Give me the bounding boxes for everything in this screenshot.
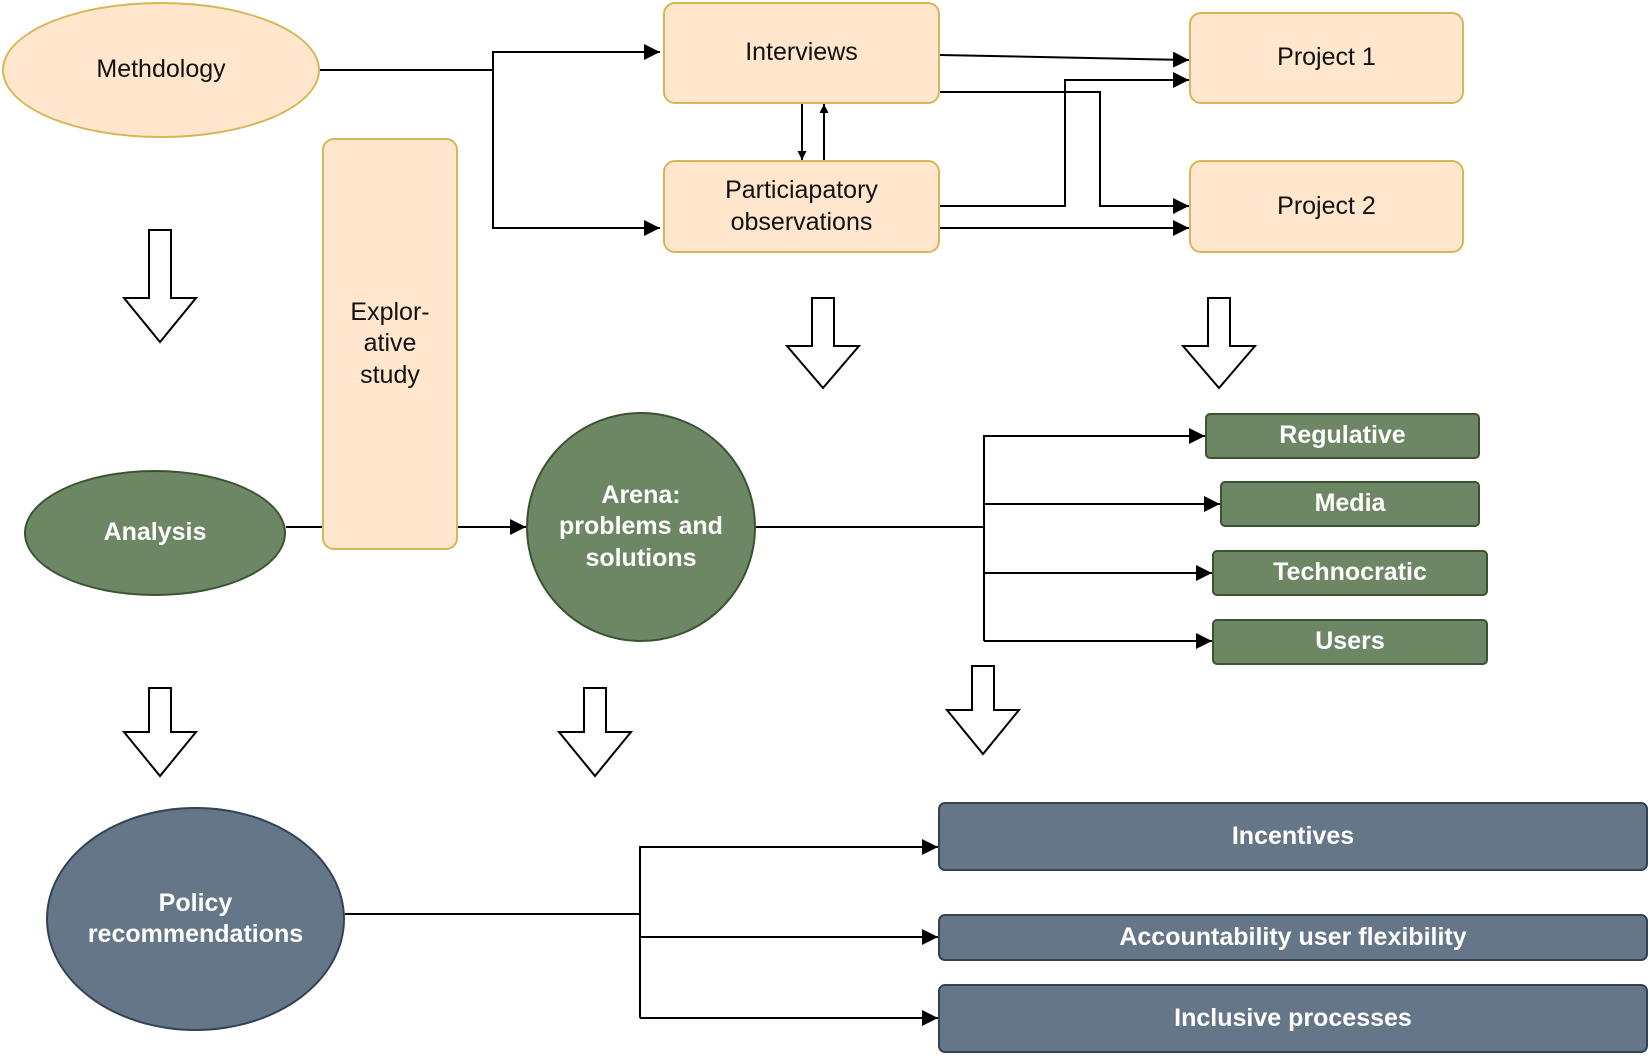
edge-methodology-interviews <box>320 44 660 71</box>
regulative-label: Regulative <box>1279 421 1406 450</box>
accountability-node: Accountability user flexibility <box>938 914 1648 961</box>
accountability-label: Accountability user flexibility <box>1119 922 1467 951</box>
project-1-label: Project 1 <box>1277 43 1376 72</box>
analysis-label: Analysis <box>103 518 207 547</box>
technocratic-label: Technocratic <box>1273 558 1427 587</box>
project-2-label: Project 2 <box>1277 191 1376 220</box>
media-label: Media <box>1314 489 1386 518</box>
explorative-study-node: Explor- ative study <box>322 138 458 550</box>
down-arrow-methodology-analysis <box>121 229 199 344</box>
project-1-node: Project 1 <box>1189 12 1464 104</box>
project-2-node: Project 2 <box>1189 160 1464 253</box>
incentives-node: Incentives <box>938 802 1648 871</box>
methodology-label: Methdology <box>96 55 226 84</box>
edge-participatory-project1 <box>940 72 1189 207</box>
interviews-node: Interviews <box>663 2 940 104</box>
methodology-node: Methdology <box>2 2 320 138</box>
users-label: Users <box>1315 627 1385 656</box>
inclusive-processes-label: Inclusive processes <box>1174 1003 1412 1032</box>
media-node: Media <box>1220 481 1480 527</box>
arena-node: Arena: problems and solutions <box>526 412 756 642</box>
regulative-node: Regulative <box>1205 413 1480 459</box>
edge-methodology-participatory <box>492 70 660 236</box>
down-arrow-analysis-policy <box>121 687 199 778</box>
participatory-observations-node: Particiapatory observations <box>663 160 940 253</box>
explorative-study-label: Explor- ative study <box>350 298 430 389</box>
interviews-label: Interviews <box>745 38 858 67</box>
down-arrow-interviews-arena <box>784 297 862 390</box>
users-node: Users <box>1212 619 1488 665</box>
edge-policy-incentives <box>639 839 938 1018</box>
technocratic-node: Technocratic <box>1212 550 1488 596</box>
incentives-label: Incentives <box>1231 821 1355 850</box>
policy-recommendations-label: Policy recommendations <box>87 888 304 948</box>
down-arrow-arena-policy <box>556 687 634 778</box>
inclusive-processes-node: Inclusive processes <box>938 984 1648 1053</box>
edge-interviews-project1 <box>939 51 1190 68</box>
policy-recommendations-node: Policy recommendations <box>46 807 345 1031</box>
arena-label: Arena: problems and solutions <box>559 481 723 572</box>
down-arrow-projects-actors <box>1180 297 1258 390</box>
participatory-observations-label: Particiapatory observations <box>725 176 878 236</box>
edge-arena-regulative <box>983 428 1205 641</box>
down-arrow-actors-outcomes <box>944 665 1022 756</box>
edge-interviews-project2 <box>940 91 1189 214</box>
analysis-node: Analysis <box>24 470 286 596</box>
